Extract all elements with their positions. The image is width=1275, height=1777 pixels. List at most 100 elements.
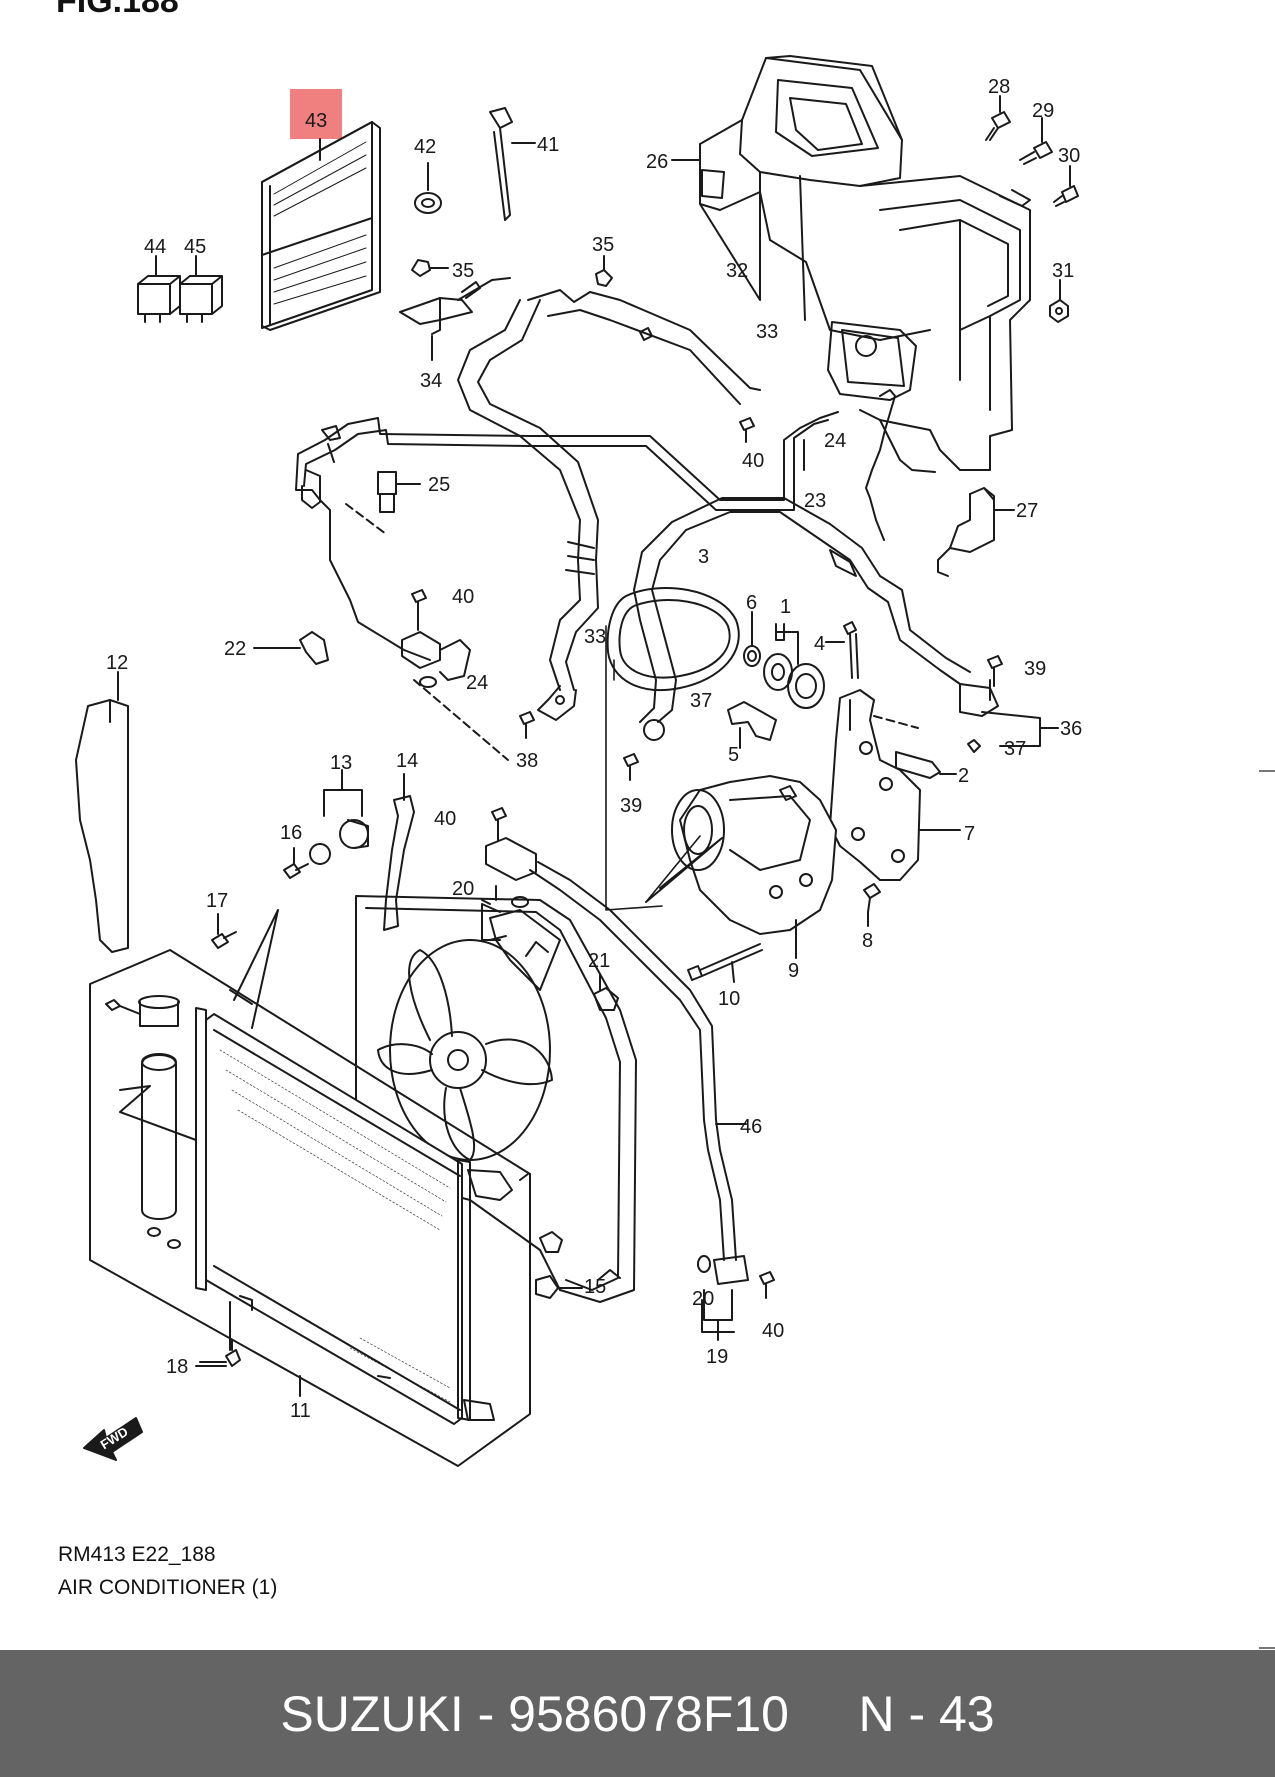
callout-29: 29 <box>1032 100 1054 122</box>
callout-40c: 40 <box>434 808 456 830</box>
highlight-box <box>290 89 342 139</box>
part-footer-bar: SUZUKI - 9586078F10 N - 43 <box>0 1650 1275 1777</box>
callout-14: 14 <box>396 750 418 772</box>
callout-18: 18 <box>166 1356 188 1378</box>
callout-28: 28 <box>988 76 1010 98</box>
receiver-dryer-part <box>105 995 197 1249</box>
callout-40a: 40 <box>742 450 764 472</box>
callout-19: 19 <box>706 1346 728 1368</box>
parts-diagram: 43 42 41 44 45 35 35 34 26 28 29 30 31 3… <box>75 55 1082 1467</box>
edge-mark <box>1259 1647 1275 1649</box>
callout-11: 11 <box>290 1400 311 1422</box>
condenser-part-11 <box>89 949 531 1467</box>
clip-part-35 <box>595 269 613 287</box>
callout-23: 23 <box>804 490 826 512</box>
brand-name: SUZUKI <box>280 1685 464 1742</box>
relay-part-44 <box>137 255 181 323</box>
callout-33b: 33 <box>584 626 606 648</box>
bolt-part-39b <box>987 655 1003 687</box>
bolt-part-40c <box>739 417 755 443</box>
callout-13: 13 <box>330 752 352 774</box>
callout-6: 6 <box>746 592 757 614</box>
callout-31: 31 <box>1052 260 1074 282</box>
clip-part-21 <box>593 973 619 1011</box>
callout-15: 15 <box>584 1276 606 1298</box>
part-number: 9586078F10 <box>508 1685 789 1742</box>
cabin-air-filter-part <box>261 121 381 331</box>
callout-44: 44 <box>144 236 166 258</box>
callout-35a: 35 <box>452 260 474 282</box>
callout-8: 8 <box>862 930 873 952</box>
position-label: N - 43 <box>858 1685 995 1742</box>
callout-10: 10 <box>718 988 740 1010</box>
suction-hose-part <box>457 289 761 721</box>
cable-tie-part-41 <box>489 107 536 221</box>
compressor-bracket-part-7 <box>829 689 961 881</box>
fwd-arrow-icon <box>83 1417 143 1461</box>
callout-46: 46 <box>740 1116 762 1138</box>
callout-43: 43 <box>305 110 327 132</box>
callout-38: 38 <box>516 750 538 772</box>
block-fitting-part-24 <box>401 631 471 688</box>
diagram-name: AIR CONDITIONER (1) <box>58 1576 278 1599</box>
callout-2: 2 <box>958 765 969 787</box>
bolt-part-40d <box>759 1271 775 1299</box>
bolt-part-18 <box>195 1339 241 1367</box>
drive-belt-part-3 <box>606 587 740 692</box>
callout-35b: 35 <box>592 234 614 256</box>
bolt-part-17 <box>211 931 237 949</box>
callout-36: 36 <box>1060 718 1082 740</box>
compressor-part-9 <box>671 775 837 959</box>
callout-33a: 33 <box>756 321 778 343</box>
bolt-part-39 <box>623 753 639 781</box>
bush-part-13 <box>309 769 369 865</box>
screw-part-29 <box>1019 117 1053 165</box>
nut-part-31 <box>1049 279 1069 323</box>
condenser-pipe-part-46 <box>529 861 749 1341</box>
bracket-part-14 <box>383 773 415 931</box>
callout-16: 16 <box>280 822 302 844</box>
callout-40b: 40 <box>452 586 474 608</box>
callout-30: 30 <box>1058 145 1080 167</box>
callout-37a: 37 <box>690 690 712 712</box>
callout-12: 12 <box>106 652 128 674</box>
grommet-part-42 <box>414 162 442 214</box>
bolt-part-38 <box>519 711 535 739</box>
cooling-fan-part <box>377 939 553 1161</box>
pressure-switch-part-25 <box>321 425 421 513</box>
clamp-part-22 <box>299 631 329 665</box>
callout-20b: 20 <box>692 1288 714 1310</box>
callout-17: 17 <box>206 890 228 912</box>
bolt-part-40a <box>411 589 427 631</box>
callout-4: 4 <box>814 633 825 655</box>
callout-1: 1 <box>780 596 791 618</box>
callout-25: 25 <box>428 474 450 496</box>
callout-27: 27 <box>1016 500 1038 522</box>
callout-42: 42 <box>414 136 436 158</box>
bracket-part-27 <box>937 487 1015 577</box>
callout-22: 22 <box>224 638 246 660</box>
bolt-part-2 <box>873 715 957 779</box>
clip-part-5 <box>727 701 777 749</box>
bracket-part-34 <box>399 259 511 361</box>
callout-21: 21 <box>588 950 610 972</box>
callout-3: 3 <box>698 546 709 568</box>
bolt-part-16 <box>283 863 309 879</box>
callout-26: 26 <box>646 151 668 173</box>
callout-7: 7 <box>964 823 975 845</box>
callout-40d: 40 <box>762 1320 784 1342</box>
callout-34: 34 <box>420 370 442 392</box>
screw-part-30 <box>1053 165 1079 207</box>
callout-20a: 20 <box>452 878 474 900</box>
shim-part-6 <box>743 611 761 667</box>
callout-5: 5 <box>728 744 739 766</box>
callout-24b: 24 <box>466 672 488 694</box>
separator: - <box>463 1685 509 1742</box>
callout-39b: 39 <box>620 795 642 817</box>
bolt-part-8 <box>863 883 881 927</box>
screw-part-28 <box>985 95 1011 141</box>
air-guide-part-12 <box>75 671 129 953</box>
callout-41: 41 <box>537 134 559 156</box>
diagram-code: RM413 E22_188 <box>58 1543 216 1566</box>
evaporator-unit-part-26 <box>671 55 1031 473</box>
